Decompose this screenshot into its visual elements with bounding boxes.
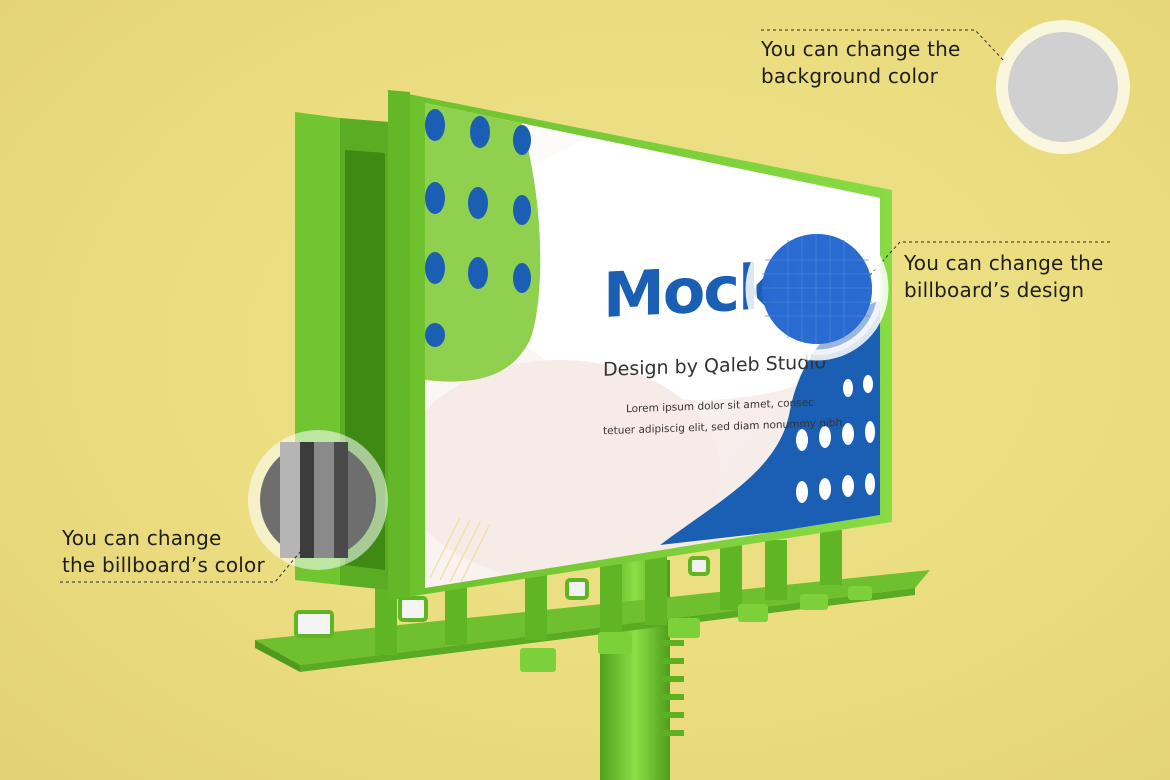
billboard-headline: MockUp [603, 245, 869, 332]
callout-background-line1: You can change the [761, 37, 961, 61]
billboard-design [425, 103, 880, 585]
callout-background-color: You can change the background color [761, 36, 961, 90]
callout-design-line2: billboard’s design [904, 278, 1085, 302]
callout-background-line2: background color [761, 64, 939, 88]
blue-dots [425, 109, 531, 347]
callout-color-line2: the billboard’s color [62, 553, 265, 577]
callout-billboard-color: You can change the billboard’s color [62, 525, 265, 579]
callout-color-line1: You can change [62, 526, 222, 550]
pole-ladder [662, 640, 684, 736]
callout-billboard-design: You can change the billboard’s design [904, 250, 1104, 304]
white-dots [796, 375, 875, 503]
green-blob [425, 103, 541, 382]
support-posts [375, 530, 842, 655]
callout-design-line1: You can change the [904, 251, 1104, 275]
leader-lines [60, 29, 1110, 583]
hatch-lines [429, 517, 491, 585]
background-swatch [1008, 32, 1118, 142]
walkway [255, 570, 930, 665]
lamps [294, 556, 872, 672]
